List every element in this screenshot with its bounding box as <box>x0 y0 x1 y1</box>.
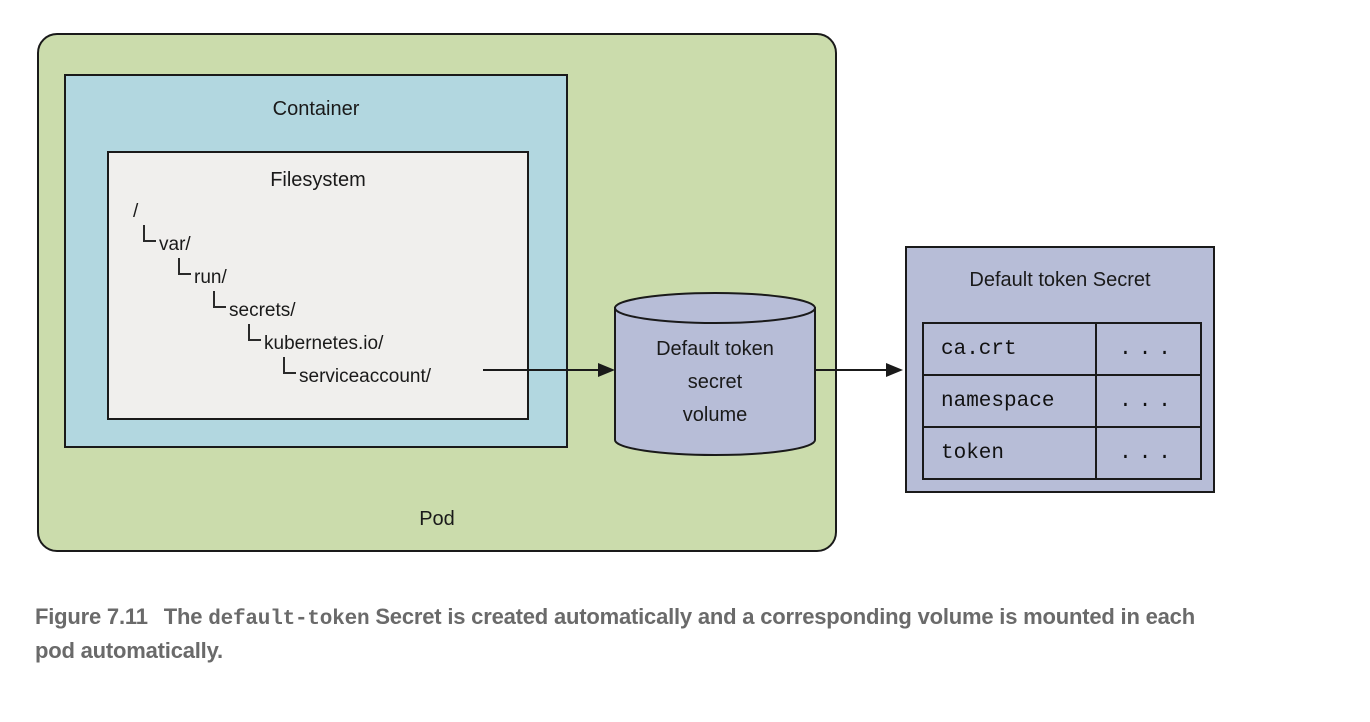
secret-key: token <box>922 426 1097 480</box>
table-row: namespace ... <box>922 374 1202 428</box>
tree-branch-icon <box>143 225 156 242</box>
tree-item-run: run/ <box>109 258 527 294</box>
tree-item-label: serviceaccount/ <box>299 366 432 387</box>
tree-item-secrets: secrets/ <box>109 291 527 327</box>
tree-branch-icon <box>248 324 261 341</box>
caption-code: default-token <box>208 608 370 631</box>
secret-box: Default token Secret ca.crt ... namespac… <box>905 246 1215 493</box>
pod-label: Pod <box>419 508 455 530</box>
tree-item-label: kubernetes.io/ <box>264 333 384 354</box>
tree-branch-icon <box>178 258 191 275</box>
container-label: Container <box>272 98 360 120</box>
secret-key: ca.crt <box>922 322 1097 376</box>
figure-caption: Figure 7.11 The default-token Secret is c… <box>35 601 1215 666</box>
secret-value: ... <box>1095 426 1202 480</box>
tree-branch-icon <box>213 291 226 308</box>
filesystem-label: Filesystem <box>270 169 366 191</box>
secret-key: namespace <box>922 374 1097 428</box>
container-box: Container Filesystem / var/ run/ <box>64 74 568 448</box>
tree-item-serviceaccount: serviceaccount/ <box>109 357 527 393</box>
pod-box: Container Filesystem / var/ run/ <box>37 33 837 552</box>
filesystem-box: Filesystem / var/ run/ sec <box>107 151 529 420</box>
volume-label-line: volume <box>682 404 748 426</box>
tree-item-kubernetes-io: kubernetes.io/ <box>109 324 527 360</box>
secret-value: ... <box>1095 374 1202 428</box>
directory-tree: / var/ run/ secrets/ <box>109 195 527 393</box>
volume-label: Default token secret volume <box>615 333 815 432</box>
tree-branch-icon <box>283 357 296 374</box>
tree-item-var: var/ <box>109 225 527 261</box>
volume-label-line: secret <box>687 371 743 393</box>
secret-title: Default token Secret <box>969 269 1151 291</box>
tree-item-root: / <box>109 195 527 228</box>
caption-text: The <box>163 604 209 629</box>
tree-item-label: run/ <box>194 267 227 288</box>
tree-item-label: / <box>133 201 139 222</box>
secret-value: ... <box>1095 322 1202 376</box>
tree-item-label: var/ <box>159 234 191 255</box>
secret-table: ca.crt ... namespace ... token ... <box>922 322 1202 480</box>
volume-label-line: Default token <box>656 338 774 360</box>
tree-item-label: secrets/ <box>229 300 296 321</box>
caption-text: Secret is created automatically and a co… <box>35 604 1195 663</box>
arrowhead-icon <box>886 363 903 377</box>
figure-number: Figure 7.11 <box>35 604 148 629</box>
table-row: ca.crt ... <box>922 322 1202 376</box>
table-row: token ... <box>922 426 1202 480</box>
